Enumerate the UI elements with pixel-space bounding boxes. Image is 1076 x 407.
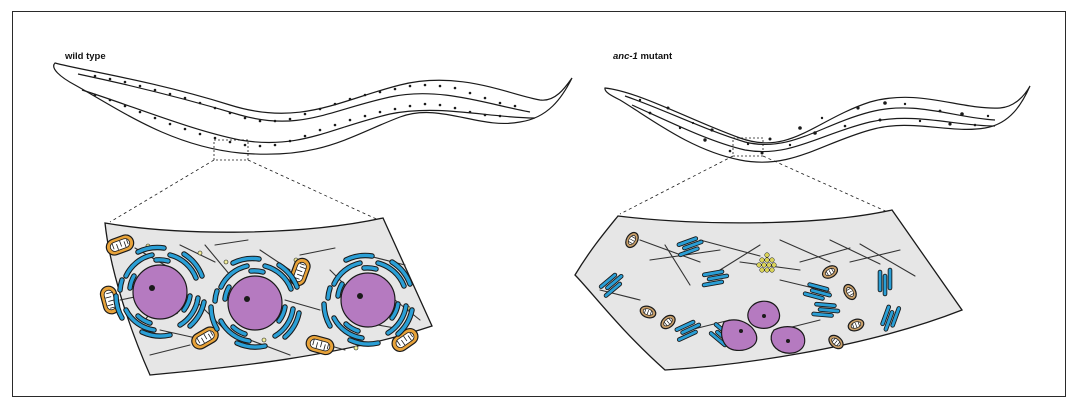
zoom-line-left-b [248, 160, 383, 222]
zoom-line-left-a [110, 160, 214, 222]
worm-anc1-mutant [605, 86, 1030, 162]
zoom-line-right-a [620, 156, 733, 214]
worm-wild-type [54, 63, 572, 154]
zoom-line-right-b [763, 156, 892, 214]
worm-anc1-mutant-nuclei [639, 99, 989, 155]
